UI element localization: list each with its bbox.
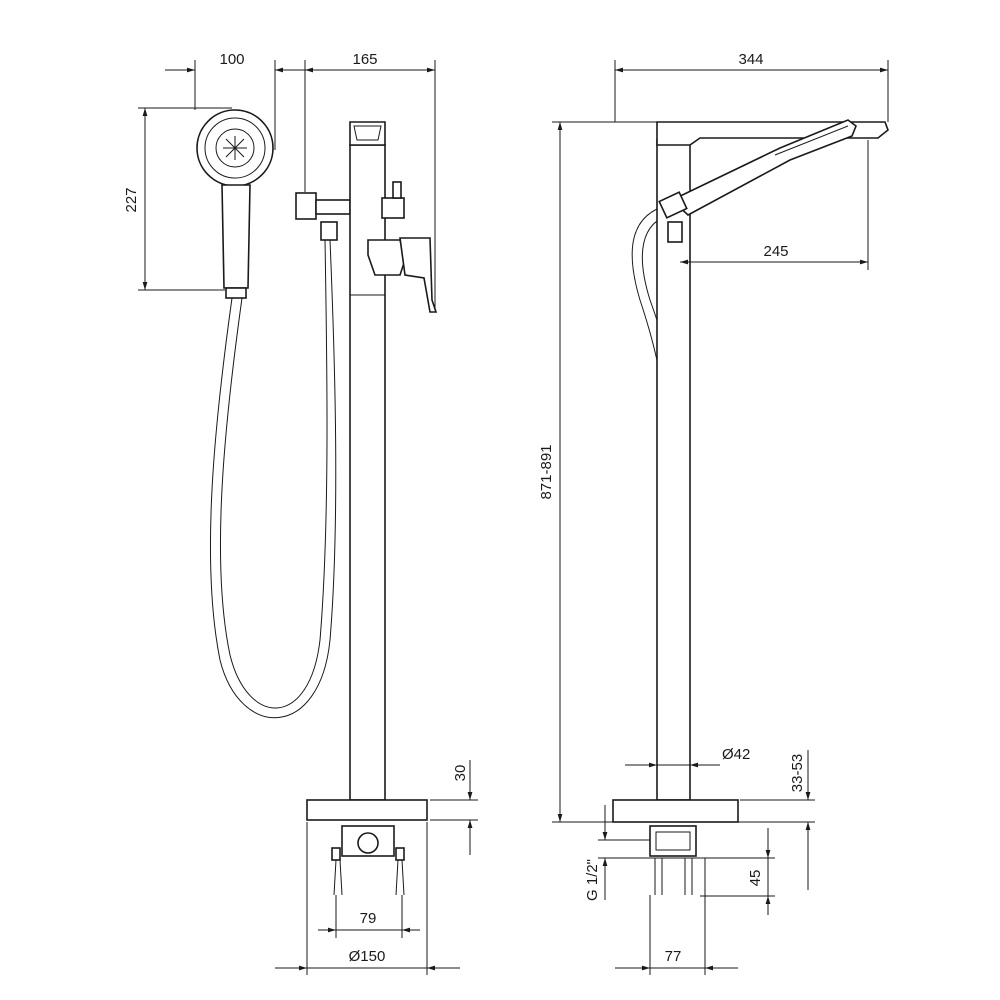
hand-shower (196, 109, 274, 299)
base-side (612, 799, 739, 823)
hand-shower-side (658, 119, 857, 243)
dim-thread: G 1/2" (584, 859, 601, 901)
dim-spout-reach: 245 (763, 243, 788, 260)
dim-bolt-spacing: 79 (360, 910, 377, 927)
mixer-body (367, 181, 438, 313)
dim-base-height: 30 (452, 765, 469, 782)
dim-head-width: 100 (219, 51, 244, 68)
dim-total-depth: 344 (738, 51, 763, 68)
dim-fixing-height: 45 (747, 870, 764, 887)
dim-adjustment-range: 33-53 (789, 754, 806, 792)
front-view: 100 165 227 30 79 Ø150 (123, 51, 478, 975)
dim-spout-offset: 165 (352, 51, 377, 68)
dim-column-diameter: Ø42 (722, 746, 750, 763)
shower-holder (295, 192, 351, 241)
dim-fixing-width: 77 (665, 948, 682, 965)
fixing-bracket-side (649, 825, 697, 895)
dim-head-height: 227 (123, 187, 140, 212)
fixing-bracket (331, 825, 405, 896)
side-view: 344 245 871-891 Ø42 33-53 G 1/2" 45 (538, 51, 889, 975)
dim-total-height: 871-891 (538, 444, 555, 499)
column-side (656, 139, 691, 801)
base (306, 799, 428, 821)
dim-base-diameter: Ø150 (349, 948, 386, 965)
spout (349, 121, 386, 146)
shower-hose (209, 239, 337, 719)
